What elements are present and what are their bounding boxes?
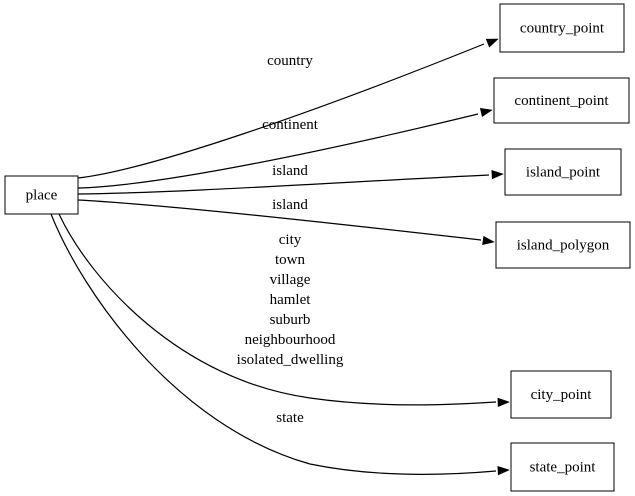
- edge-city-point-line[interactable]: [58, 213, 497, 406]
- edge-island-point[interactable]: [77, 169, 504, 195]
- edge-island-polygon-arrowhead-icon: [482, 235, 495, 246]
- edge-city-point-label-line: village: [270, 272, 311, 288]
- node-box-city_point[interactable]: [510, 370, 612, 419]
- edge-country-label-line: country: [267, 53, 313, 69]
- node-box-island_point[interactable]: [504, 148, 622, 196]
- edge-island-point-label-line: island: [272, 163, 308, 179]
- node-country_point[interactable]: country_point: [499, 3, 625, 53]
- edge-continent[interactable]: [77, 106, 493, 189]
- edge-island-point-line[interactable]: [77, 174, 490, 195]
- edge-state-point[interactable]: [50, 213, 510, 476]
- node-continent_point[interactable]: continent_point: [493, 77, 630, 124]
- edge-country-arrowhead-icon: [485, 38, 499, 48]
- edge-island-polygon-label: island: [272, 197, 308, 213]
- edge-island-point-label: island: [272, 163, 308, 179]
- edge-continent-arrowhead-icon: [479, 108, 493, 118]
- edge-island-polygon[interactable]: [77, 199, 495, 246]
- edge-city-point-label-line: suburb: [270, 312, 311, 328]
- node-place[interactable]: place: [4, 175, 79, 215]
- edge-labels-layer: country continent island island city town vill…: [237, 53, 344, 426]
- node-island_polygon[interactable]: island_polygon: [495, 221, 631, 269]
- node-box-place[interactable]: [4, 175, 79, 215]
- edge-country-line[interactable]: [77, 43, 485, 179]
- node-box-continent_point[interactable]: [493, 77, 630, 124]
- edge-continent-label: continent: [262, 117, 319, 133]
- edge-island-polygon-label-line: island: [272, 197, 308, 213]
- node-label-island_point: island_point: [526, 164, 601, 180]
- node-label-state_point: state_point: [530, 459, 597, 475]
- nodes-layer: place country_point continent_point island_…: [4, 3, 631, 492]
- edges-layer: [50, 35, 510, 476]
- edge-city-point[interactable]: [58, 213, 510, 408]
- edge-city-point-label-line: neighbourhood: [245, 332, 336, 348]
- edge-state-point-label-line: state: [276, 410, 304, 426]
- node-box-country_point[interactable]: [499, 3, 625, 53]
- node-city_point[interactable]: city_point: [510, 370, 612, 419]
- edge-continent-label-line: continent: [262, 117, 319, 133]
- edge-island-polygon-line[interactable]: [77, 199, 482, 241]
- node-state_point[interactable]: state_point: [510, 442, 615, 492]
- edge-state-point-line[interactable]: [50, 213, 497, 475]
- node-label-island_polygon: island_polygon: [517, 237, 610, 253]
- node-label-city_point: city_point: [531, 387, 593, 403]
- node-label-place: place: [26, 187, 58, 203]
- node-box-state_point[interactable]: [510, 442, 615, 492]
- edge-state-point-label: state: [276, 410, 304, 426]
- node-label-country_point: country_point: [520, 20, 605, 36]
- edge-city-point-label-line: hamlet: [270, 292, 312, 308]
- edge-city-point-label-line: isolated_dwelling: [237, 352, 344, 368]
- edge-continent-line[interactable]: [77, 113, 479, 189]
- edge-country-label: country: [267, 53, 313, 69]
- edge-city-point-arrowhead-icon: [497, 397, 510, 408]
- edge-city-point-label-line: city: [279, 232, 302, 248]
- edge-city-point-label-line: town: [275, 252, 306, 268]
- edge-city-point-label: city town village hamlet suburb neighbourhood…: [237, 232, 344, 368]
- edge-island-point-arrowhead-icon: [491, 169, 504, 180]
- edge-country[interactable]: [77, 35, 500, 179]
- node-label-continent_point: continent_point: [514, 93, 609, 109]
- edge-state-point-arrowhead-icon: [497, 465, 510, 476]
- node-island_point[interactable]: island_point: [504, 148, 622, 196]
- node-box-island_polygon[interactable]: [495, 221, 631, 269]
